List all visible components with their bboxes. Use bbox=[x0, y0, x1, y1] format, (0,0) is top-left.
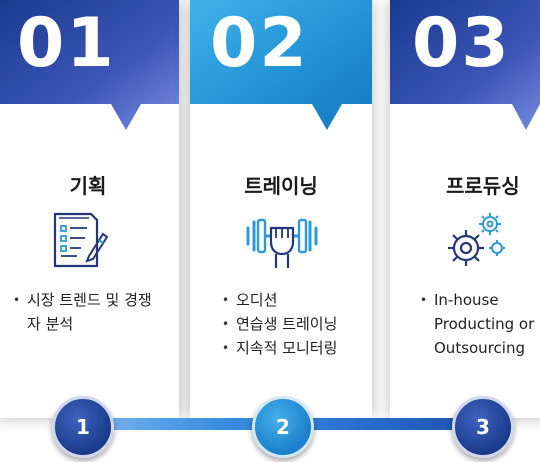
card-bullets: In-house Producting or Outsourcing bbox=[420, 288, 540, 360]
stage-card-planning: 01 기획 시장 트렌드 및 경쟁자 분석 bbox=[0, 0, 179, 418]
bullet-item: 연습생 트레이닝 bbox=[222, 312, 372, 336]
bullet-item: In-house Producting or Outsourcing bbox=[420, 288, 540, 360]
card-title: 프로듀싱 bbox=[446, 174, 520, 198]
banner-shape bbox=[190, 0, 372, 130]
step-marker-1: 1 bbox=[52, 396, 114, 458]
card-banner: 03 bbox=[390, 0, 540, 130]
banner-shape bbox=[390, 0, 540, 130]
banner-shape bbox=[0, 0, 179, 130]
gears-icon bbox=[442, 208, 512, 276]
card-banner: 01 bbox=[0, 0, 179, 130]
card-number: 03 bbox=[412, 4, 511, 83]
bullet-item: 지속적 모니터링 bbox=[222, 336, 372, 360]
card-bullets: 시장 트렌드 및 경쟁자 분석 bbox=[13, 288, 163, 336]
bullet-item: 시장 트렌드 및 경쟁자 분석 bbox=[13, 288, 163, 336]
checklist-document-icon bbox=[47, 208, 111, 276]
card-banner: 02 bbox=[190, 0, 372, 130]
card-title: 트레이닝 bbox=[244, 174, 318, 198]
step-marker-2: 2 bbox=[252, 396, 314, 458]
card-title: 기획 bbox=[69, 174, 107, 198]
bullet-item: 오디션 bbox=[222, 288, 372, 312]
stage-card-training: 02 트레이닝 오디션 연습생 트레이닝 지속적 모니터링 bbox=[190, 0, 372, 418]
dumbbell-fist-icon bbox=[242, 208, 322, 276]
card-number: 01 bbox=[17, 4, 116, 83]
card-bullets: 오디션 연습생 트레이닝 지속적 모니터링 bbox=[222, 288, 372, 360]
stage-card-producing: 03 프로듀싱 In-house Producting or Outsourci… bbox=[390, 0, 540, 418]
card-number: 02 bbox=[210, 4, 309, 83]
step-marker-3: 3 bbox=[452, 396, 514, 458]
